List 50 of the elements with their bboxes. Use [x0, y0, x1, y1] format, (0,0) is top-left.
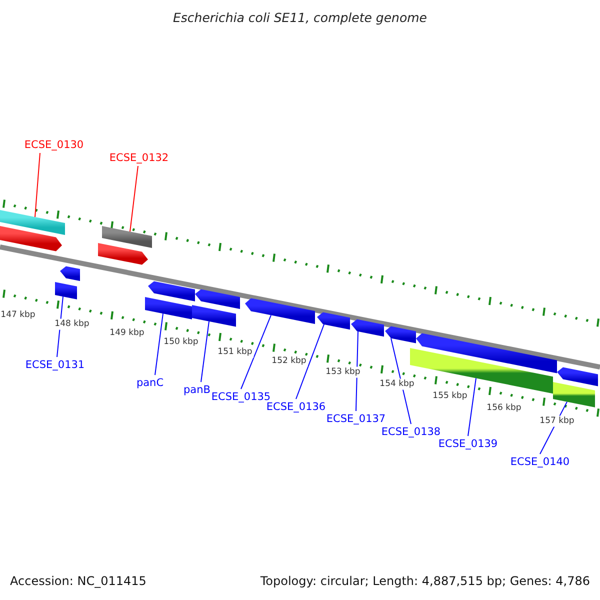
gene-feature — [0, 226, 62, 252]
gene-feature — [385, 326, 416, 344]
gene-feature — [245, 298, 315, 324]
gene-label: ECSE_0139 — [438, 438, 498, 450]
scale-label: 150 kbp — [162, 336, 200, 348]
gene-label: ECSE_0137 — [326, 414, 386, 424]
gene-label: ECSE_0135 — [211, 392, 271, 402]
genome-info-text: Topology: circular; Length: 4,887,515 bp; Genes: 4,786 — [260, 574, 590, 588]
gene-feature — [98, 243, 148, 265]
scale-label: 147 kbp — [0, 310, 36, 320]
gene-bar — [192, 305, 236, 327]
leader-line — [296, 324, 324, 400]
leader-line — [34, 152, 40, 218]
gene-feature — [351, 319, 384, 337]
gene-label: ECSE_0132 — [109, 152, 169, 164]
scale-label: 154 kbp — [378, 378, 416, 390]
gene-feature — [195, 289, 240, 309]
accession-text: Accession: NC_011415 — [10, 574, 146, 588]
gene-label: ECSE_0136 — [266, 402, 326, 412]
scale-label: 152 kbp — [270, 356, 308, 366]
gene-feature — [317, 312, 350, 330]
leader-line — [390, 338, 412, 424]
gene-label: ECSE_0140 — [510, 456, 570, 468]
gene-bar — [145, 297, 192, 320]
gene-bar — [0, 210, 65, 235]
leader-line — [468, 378, 476, 436]
gene-bar — [553, 382, 595, 408]
scale-label: 157 kbp — [538, 416, 576, 426]
leader-line — [130, 166, 138, 232]
leader-line — [240, 314, 272, 390]
leader-line — [200, 320, 210, 382]
gene-label: ECSE_0131 — [25, 360, 85, 370]
gene-feature — [557, 367, 598, 386]
gene-label: panB — [184, 384, 210, 396]
title: Escherichia coli SE11, complete genome — [173, 12, 427, 24]
scale-label: 148 kbp — [54, 318, 90, 330]
gene-label: ECSE_0138 — [381, 426, 441, 438]
gene-label: ECSE_0130 — [24, 140, 84, 150]
scale-label: 156 kbp — [486, 402, 522, 414]
gene-label: panC — [136, 378, 164, 388]
gene-feature — [148, 281, 195, 302]
gene-feature — [416, 333, 557, 374]
leader-line — [154, 313, 164, 376]
gene-bar — [102, 226, 152, 248]
scale-label: 153 kbp — [324, 366, 362, 378]
gene-bar — [55, 282, 77, 300]
scale-label: 155 kbp — [432, 390, 468, 402]
scale-label: 149 kbp — [108, 328, 146, 338]
gene-feature — [60, 266, 80, 281]
scale-label: 151 kbp — [216, 346, 254, 358]
